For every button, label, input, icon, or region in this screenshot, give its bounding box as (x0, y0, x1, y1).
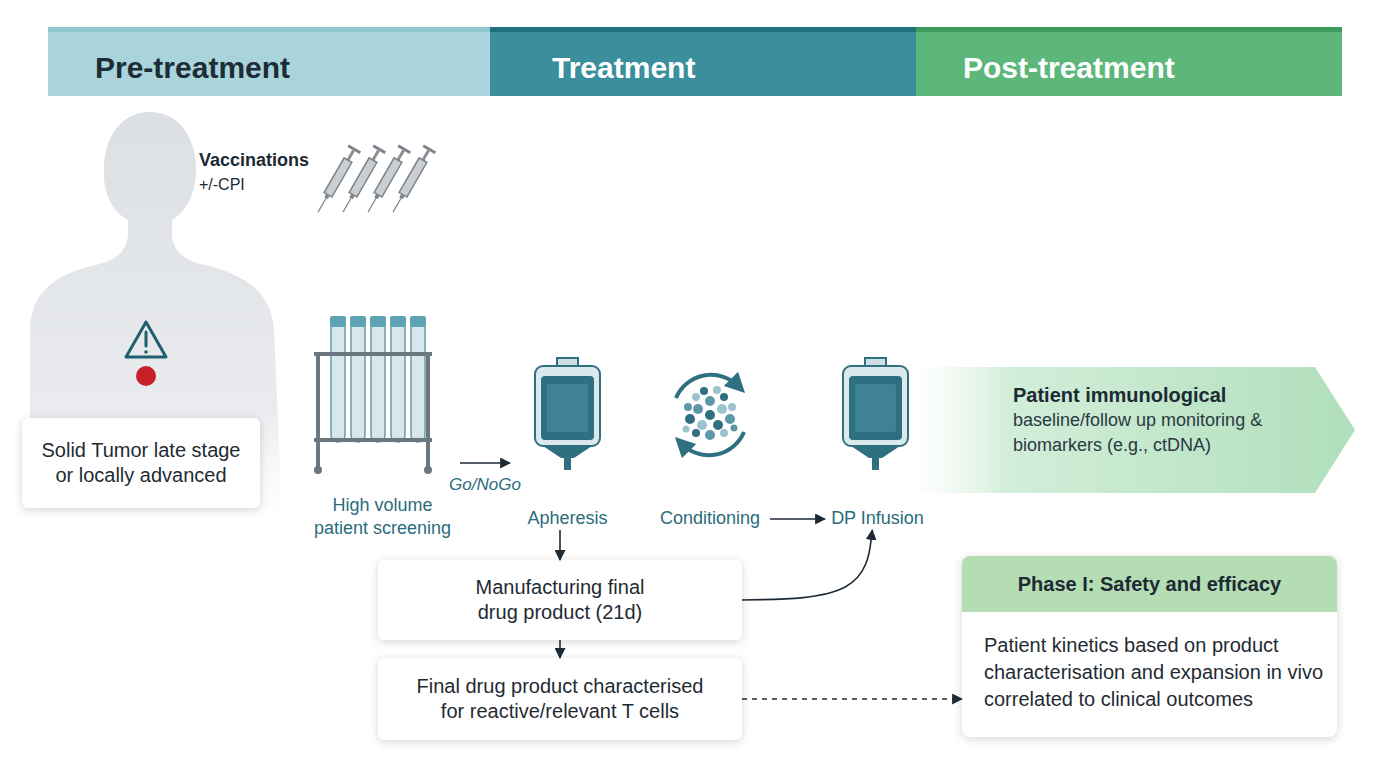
cell-dot (683, 426, 690, 433)
process-box: Manufacturing final drug product (21d) (378, 560, 742, 640)
tube-cap (350, 316, 366, 327)
conditioning-icon (676, 375, 744, 455)
rack-post (426, 352, 430, 470)
tumor-dot (136, 366, 156, 386)
cell-dot (705, 410, 715, 420)
box-label: Final drug product characterised for rea… (415, 674, 705, 724)
syringe-icon (387, 145, 436, 216)
flow-arrow (559, 530, 561, 560)
cell-dot (705, 396, 715, 406)
cell-dot (713, 386, 721, 394)
box-label: Solid Tumor late stage or locally advanc… (36, 438, 246, 488)
tube-cap (370, 316, 386, 327)
arrow-text: baseline/follow up monitoring & biomarke… (1013, 408, 1313, 458)
flow-arrow (559, 640, 561, 658)
cell-dot (697, 420, 707, 430)
flow-arrow (770, 518, 825, 520)
cell-dot (684, 403, 692, 411)
band-title: Pre-treatment (95, 51, 290, 85)
step-caption: Apheresis (527, 507, 607, 530)
process-box: Final drug product characterised for rea… (378, 658, 742, 740)
band-title: Treatment (552, 51, 695, 85)
warning-triangle (126, 322, 166, 357)
cell-dot (717, 404, 727, 414)
syringe-icon (337, 145, 386, 216)
tube-cap (390, 316, 406, 327)
test-tube (411, 318, 425, 442)
syringe-icon (362, 145, 411, 216)
syringe-icon (312, 145, 361, 216)
cell-dot (713, 420, 723, 430)
cell-dot (705, 430, 715, 440)
phase-box: Phase I: Safety and efficacyPatient kine… (962, 556, 1337, 737)
phase-text: Phase I: Safety and efficacy (962, 556, 1337, 612)
cycle-arrow (676, 375, 738, 398)
phase-text: Patient kinetics based on product charac… (962, 612, 1337, 737)
test-tube (391, 318, 405, 442)
rack-bar (314, 352, 432, 356)
tube-rack (314, 316, 432, 474)
flow-arrow (742, 698, 962, 700)
cell-dot (692, 393, 700, 401)
cell-dot (720, 429, 728, 437)
tube-cap (330, 316, 346, 327)
treatment-note: +/-CPI (199, 176, 245, 194)
apheresis-bag (535, 358, 600, 470)
monitoring-arrow: Patient immunologicalbaseline/follow up … (910, 367, 1355, 493)
step-caption: High volume patient screening (309, 494, 457, 540)
patient-box: Solid Tumor late stage or locally advanc… (22, 418, 260, 508)
flow-arrow (742, 530, 872, 600)
apheresis-step: Apheresis (510, 355, 625, 530)
flow-arrow (460, 462, 510, 464)
syringe-group (312, 145, 436, 216)
rack-foot (314, 466, 322, 474)
rack-foot (424, 466, 432, 474)
band-title: Post-treatment (963, 51, 1175, 85)
phase-band: Post-treatment (916, 27, 1342, 96)
cell-dot (731, 425, 738, 432)
cell-dot (700, 387, 708, 395)
rack-bar (314, 438, 432, 442)
test-tube (371, 318, 385, 442)
phase-band: Pre-treatment (48, 27, 490, 96)
arrow-outline (910, 367, 1355, 493)
cell-dot (685, 414, 695, 424)
screening-step: High volume patient screening (305, 312, 460, 540)
arrow-text: Patient immunological (1013, 383, 1335, 408)
step-caption: DP Infusion (831, 507, 924, 530)
cell-dot (728, 403, 736, 411)
conditioning-step: Conditioning (650, 370, 770, 530)
step-caption: Conditioning (660, 507, 760, 530)
treatment-label: Vaccinations (199, 150, 309, 171)
phase-band: Treatment (490, 27, 916, 96)
tube-cap (410, 316, 426, 327)
warning-dot (144, 350, 148, 354)
cell-dot (692, 429, 700, 437)
warning-mark (145, 332, 148, 346)
test-tube (331, 318, 345, 442)
rack-post (316, 352, 320, 470)
box-label: Manufacturing final drug product (21d) (458, 575, 662, 625)
cell-dot (720, 393, 728, 401)
edge-label: Go/NoGo (449, 475, 521, 495)
cell-dot (693, 404, 703, 414)
test-tube (351, 318, 365, 442)
infusion-bag (843, 358, 908, 470)
cell-dot (725, 414, 735, 424)
